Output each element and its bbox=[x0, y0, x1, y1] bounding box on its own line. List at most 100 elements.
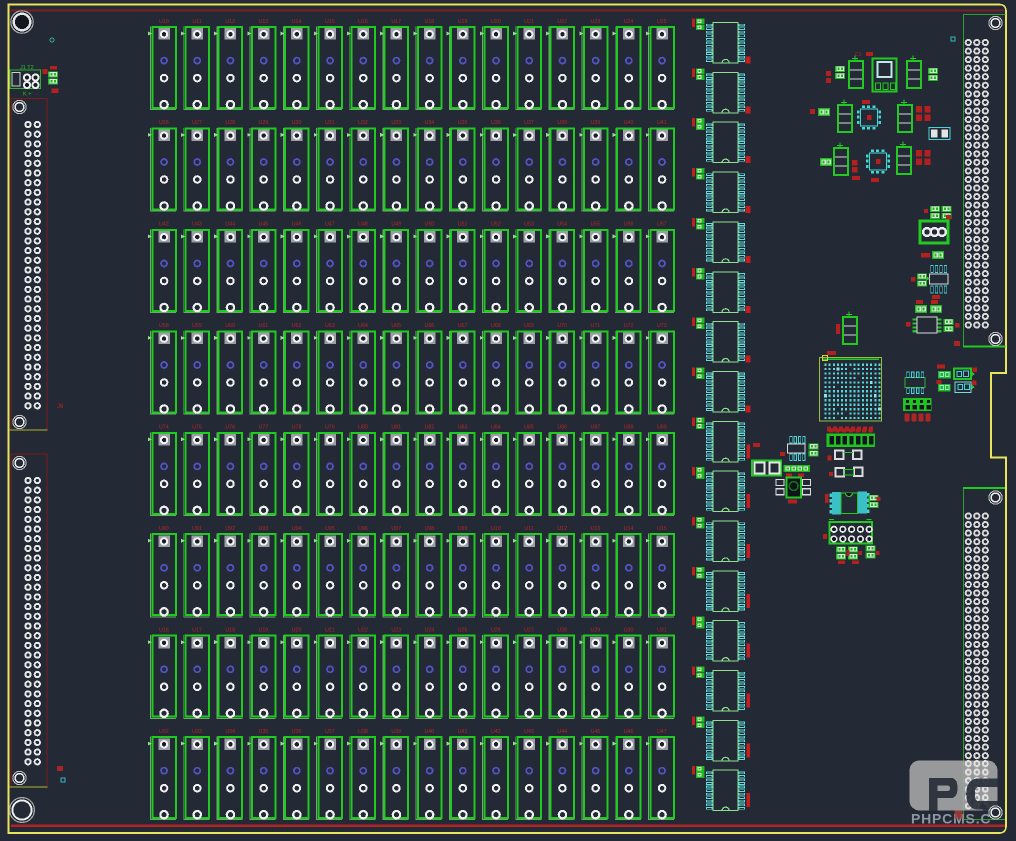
svg-text:U22: U22 bbox=[557, 19, 567, 25]
svg-text:U10: U10 bbox=[491, 526, 501, 532]
svg-text:U83: U83 bbox=[458, 425, 468, 431]
svg-text:U43: U43 bbox=[192, 222, 202, 228]
svg-text:U17: U17 bbox=[192, 628, 202, 634]
svg-text:U19: U19 bbox=[458, 19, 468, 25]
svg-text:U54: U54 bbox=[557, 222, 567, 228]
svg-text:U45: U45 bbox=[259, 222, 269, 228]
svg-text:U35: U35 bbox=[259, 729, 269, 735]
svg-text:U18: U18 bbox=[225, 628, 235, 634]
svg-text:U27: U27 bbox=[192, 120, 202, 126]
svg-text:U37: U37 bbox=[325, 729, 335, 735]
svg-text:U43: U43 bbox=[524, 729, 534, 735]
svg-text:U91: U91 bbox=[192, 526, 202, 532]
svg-text:U21: U21 bbox=[524, 19, 534, 25]
svg-text:U33: U33 bbox=[192, 729, 202, 735]
svg-text:U24: U24 bbox=[425, 628, 435, 634]
svg-text:U25: U25 bbox=[657, 19, 667, 25]
svg-text:U68: U68 bbox=[491, 323, 501, 329]
svg-text:U58: U58 bbox=[159, 323, 169, 329]
svg-text:U64: U64 bbox=[358, 323, 368, 329]
svg-text:U99: U99 bbox=[458, 526, 468, 532]
svg-text:U93: U93 bbox=[259, 526, 269, 532]
svg-text:U24: U24 bbox=[624, 19, 634, 25]
svg-text:U47: U47 bbox=[657, 729, 667, 735]
svg-text:U55: U55 bbox=[591, 222, 601, 228]
svg-text:U23: U23 bbox=[391, 628, 401, 634]
svg-text:U19: U19 bbox=[259, 628, 269, 634]
svg-text:U38: U38 bbox=[358, 729, 368, 735]
svg-text:U36: U36 bbox=[491, 120, 501, 126]
svg-text:U31: U31 bbox=[325, 120, 335, 126]
svg-text:U42: U42 bbox=[159, 222, 169, 228]
svg-text:U13: U13 bbox=[259, 19, 269, 25]
svg-text:U73: U73 bbox=[657, 323, 667, 329]
svg-text:U71: U71 bbox=[591, 323, 601, 329]
svg-text:U25: U25 bbox=[458, 628, 468, 634]
svg-text:U78: U78 bbox=[292, 425, 302, 431]
svg-text:U50: U50 bbox=[425, 222, 435, 228]
svg-text:U26: U26 bbox=[491, 628, 501, 634]
svg-text:U28: U28 bbox=[225, 120, 235, 126]
svg-text:U39: U39 bbox=[391, 729, 401, 735]
svg-text:U17: U17 bbox=[391, 19, 401, 25]
svg-text:U34: U34 bbox=[425, 120, 435, 126]
svg-text:U11: U11 bbox=[192, 19, 201, 25]
svg-text:U86: U86 bbox=[557, 425, 567, 431]
svg-text:J6: J6 bbox=[57, 404, 64, 410]
svg-text:U21: U21 bbox=[325, 628, 335, 634]
svg-text:U98: U98 bbox=[425, 526, 435, 532]
svg-text:U37: U37 bbox=[524, 120, 534, 126]
svg-text:U72: U72 bbox=[624, 323, 634, 329]
svg-text:U69: U69 bbox=[524, 323, 534, 329]
svg-text:U90: U90 bbox=[159, 526, 169, 532]
svg-text:U20: U20 bbox=[292, 628, 302, 634]
svg-text:U45: U45 bbox=[591, 729, 601, 735]
svg-text:U31: U31 bbox=[657, 628, 667, 634]
svg-text:U12: U12 bbox=[557, 526, 567, 532]
svg-text:U74: U74 bbox=[159, 425, 169, 431]
svg-text:U33: U33 bbox=[391, 120, 401, 126]
svg-text:U42: U42 bbox=[491, 729, 501, 735]
svg-text:PHPCMS.C: PHPCMS.C bbox=[911, 811, 991, 827]
svg-text:U29: U29 bbox=[591, 628, 601, 634]
svg-text:U80: U80 bbox=[358, 425, 368, 431]
svg-text:U49: U49 bbox=[391, 222, 401, 228]
svg-text:U46: U46 bbox=[292, 222, 302, 228]
svg-text:U62: U62 bbox=[292, 323, 302, 329]
svg-text:U92: U92 bbox=[225, 526, 235, 532]
svg-text:U87: U87 bbox=[591, 425, 601, 431]
svg-text:U32: U32 bbox=[159, 729, 169, 735]
svg-text:U59: U59 bbox=[192, 323, 202, 329]
svg-text:U10: U10 bbox=[159, 19, 169, 25]
svg-text:K +: K + bbox=[23, 92, 31, 98]
svg-text:U61: U61 bbox=[259, 323, 269, 329]
svg-text:U29: U29 bbox=[259, 120, 269, 126]
svg-text:U63: U63 bbox=[325, 323, 335, 329]
svg-text:U95: U95 bbox=[325, 526, 335, 532]
svg-text:U22: U22 bbox=[358, 628, 368, 634]
svg-text:U81: U81 bbox=[391, 425, 401, 431]
svg-text:U12: U12 bbox=[225, 19, 235, 25]
svg-text:U18: U18 bbox=[425, 19, 435, 25]
svg-text:U44: U44 bbox=[557, 729, 567, 735]
svg-text:U26: U26 bbox=[159, 120, 169, 126]
svg-text:U76: U76 bbox=[225, 425, 235, 431]
svg-text:U40: U40 bbox=[624, 120, 634, 126]
svg-text:U67: U67 bbox=[458, 323, 468, 329]
svg-text:U40: U40 bbox=[425, 729, 435, 735]
svg-text:J1 T2: J1 T2 bbox=[20, 65, 34, 71]
svg-text:U48: U48 bbox=[358, 222, 368, 228]
svg-text:U39: U39 bbox=[591, 120, 601, 126]
svg-text:U34: U34 bbox=[225, 729, 235, 735]
svg-text:U23: U23 bbox=[591, 19, 601, 25]
svg-text:U94: U94 bbox=[292, 526, 302, 532]
svg-text:U15: U15 bbox=[657, 526, 667, 532]
svg-text:U30: U30 bbox=[624, 628, 634, 634]
svg-text:U46: U46 bbox=[624, 729, 634, 735]
svg-text:U53: U53 bbox=[524, 222, 534, 228]
svg-text:U96: U96 bbox=[358, 526, 368, 532]
svg-text:U65: U65 bbox=[391, 323, 401, 329]
svg-text:U36: U36 bbox=[292, 729, 302, 735]
svg-text:U52: U52 bbox=[491, 222, 501, 228]
svg-text:U70: U70 bbox=[557, 323, 567, 329]
